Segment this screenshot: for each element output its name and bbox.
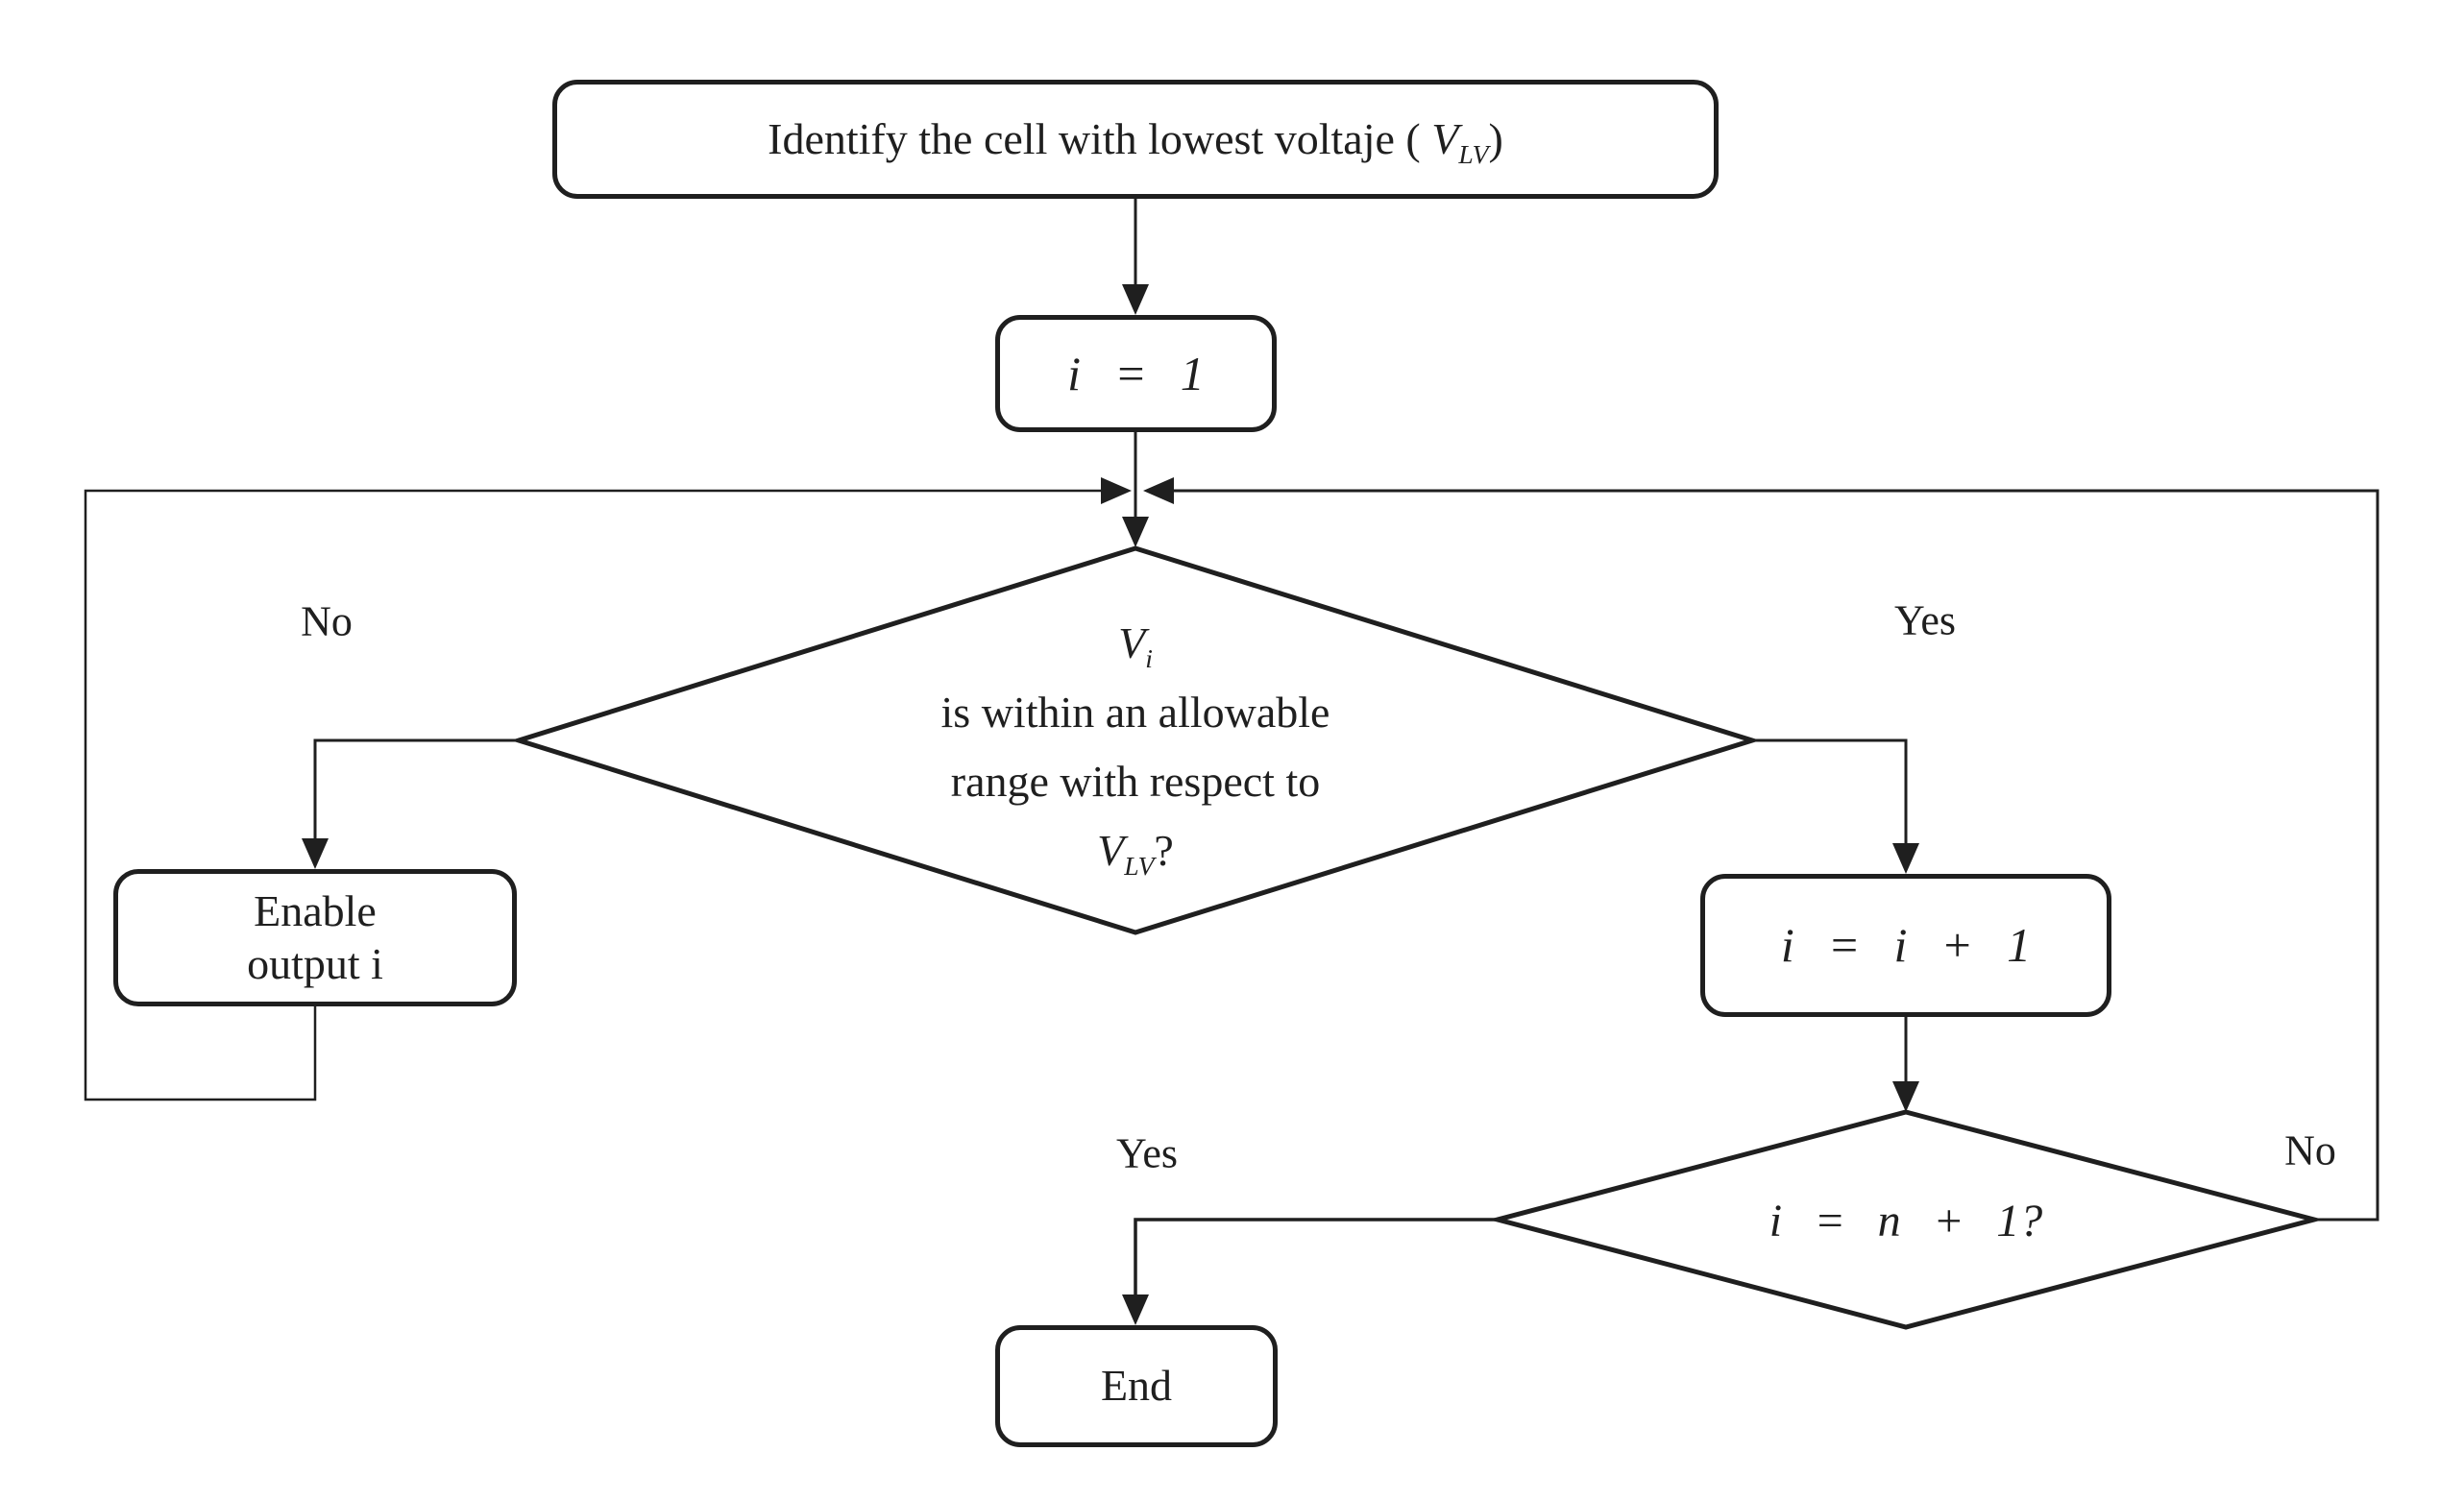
arrowhead-merge-left: [1101, 477, 1132, 504]
arrowhead-into-increment: [1892, 843, 1919, 874]
start-var-subscript: LV: [1458, 139, 1489, 170]
arrowhead-into-decision-voltage: [1122, 517, 1149, 547]
start-text: Identify the cell with lowest voltaje (: [768, 113, 1432, 163]
arrowhead-merge-right: [1143, 477, 1174, 504]
arrowhead-into-init: [1122, 284, 1149, 315]
enable-output-node: Enable output i: [113, 869, 517, 1006]
decision-voltage-var: V: [1118, 618, 1146, 667]
start-label: Identify the cell with lowest voltaje ( …: [768, 113, 1503, 167]
start-var: V: [1431, 113, 1459, 163]
edge-label-voltage-yes: Yes: [1893, 596, 1957, 644]
init-node: i = 1: [995, 315, 1277, 432]
decision-voltage-line1: Vi: [941, 609, 1330, 678]
decision-voltage-var-subscript: i: [1145, 643, 1153, 674]
arrowhead-into-end: [1122, 1294, 1149, 1325]
edge-enable-loopback: [84, 489, 1101, 1101]
decision-voltage-label: Vi is within an allowable range with res…: [941, 609, 1330, 885]
init-label: i = 1: [1067, 346, 1205, 400]
decision-voltage-var2-subscript: LV: [1124, 851, 1155, 882]
edge-voltage-yes: [1752, 738, 1908, 843]
edge-label-voltage-no: No: [301, 597, 353, 645]
enable-output-line1: Enable: [254, 886, 377, 936]
enable-output-line2: output i: [247, 938, 383, 988]
arrowhead-into-enable: [302, 838, 329, 869]
edge-voltage-no: [313, 738, 519, 838]
edge-label-count-no: No: [2284, 1126, 2336, 1174]
edge-count-yes: [1134, 1218, 1498, 1294]
end-label: End: [1100, 1361, 1173, 1411]
edge-label-count-yes: Yes: [1115, 1129, 1179, 1177]
decision-count-label: i = n + 1?: [1769, 1196, 2043, 1246]
increment-node: i = i + 1: [1700, 874, 2111, 1017]
start-text-close: ): [1488, 113, 1503, 163]
decision-voltage-line3: range with respect to: [950, 757, 1321, 806]
decision-voltage-line2: is within an allowable: [940, 688, 1330, 737]
edge-count-no-loopback: [1174, 489, 2379, 1222]
decision-count-diamond: [1488, 1109, 2324, 1330]
end-node: End: [995, 1325, 1278, 1447]
decision-voltage-var2: V: [1097, 826, 1125, 875]
decision-voltage-line4: VLV?: [941, 816, 1330, 885]
increment-label: i = i + 1: [1780, 918, 2032, 972]
arrowhead-into-decision-count: [1892, 1081, 1919, 1112]
decision-voltage-question-mark: ?: [1154, 826, 1174, 875]
decision-voltage-diamond: [510, 545, 1761, 935]
start-node: Identify the cell with lowest voltaje ( …: [552, 80, 1719, 199]
